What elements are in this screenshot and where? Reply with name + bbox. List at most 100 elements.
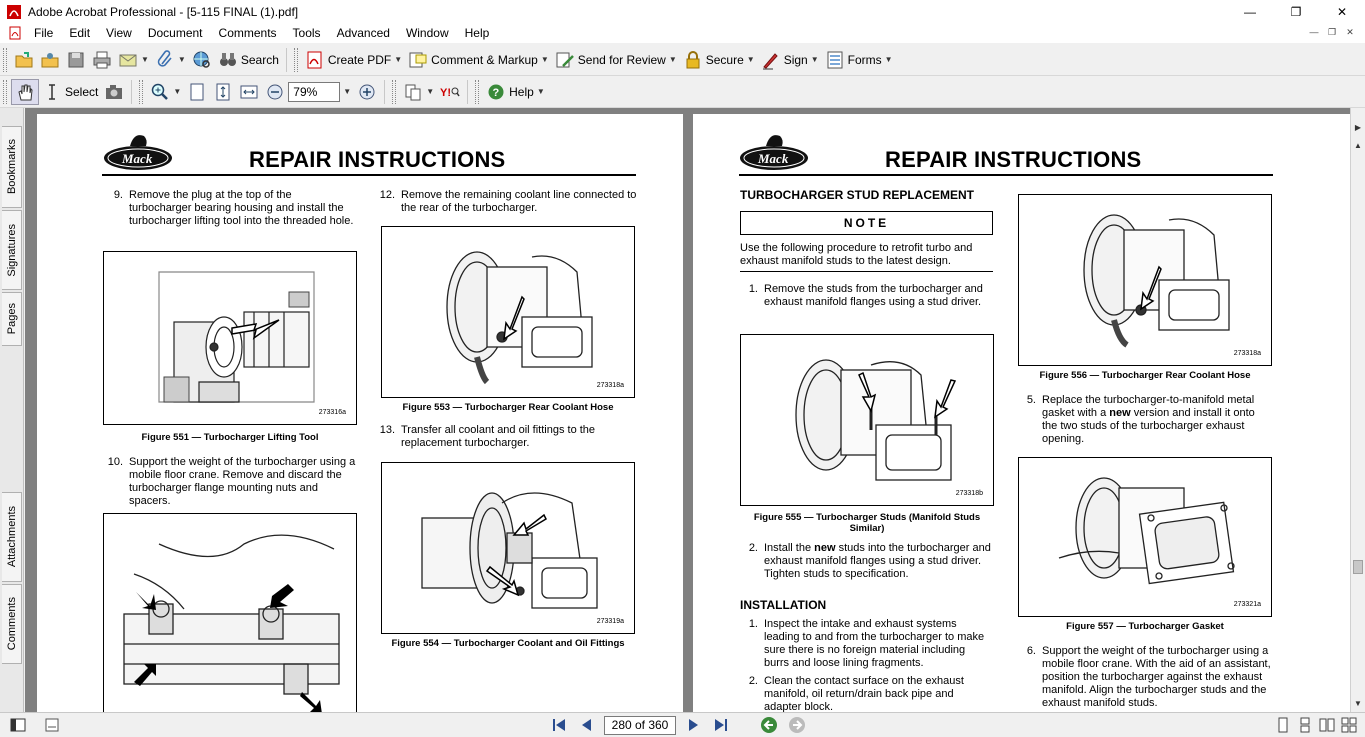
doc-close-button[interactable]: ✕ (1346, 26, 1354, 37)
save-button[interactable] (63, 47, 89, 73)
section-title: TURBOCHARGER STUD REPLACEMENT (740, 188, 974, 202)
scrollbar-thumb[interactable] (1353, 560, 1363, 574)
document-view[interactable]: Mack REPAIR INSTRUCTIONS 9.Remove the pl… (25, 108, 1350, 712)
zoom-out-button[interactable] (262, 79, 288, 105)
send-for-review-button[interactable]: Send for Review ▼ (552, 47, 680, 73)
previous-view-button[interactable] (758, 715, 780, 735)
save-disk-icon (68, 52, 84, 67)
continuous-layout-icon[interactable] (1297, 717, 1313, 733)
single-page-layout-icon[interactable] (1275, 717, 1291, 733)
first-page-icon (553, 719, 565, 731)
email-button[interactable]: ▼ (115, 47, 152, 73)
continuous-facing-layout-icon[interactable] (1341, 717, 1357, 733)
sign-button[interactable]: Sign ▼ (758, 47, 822, 73)
search-button[interactable]: Search (215, 47, 282, 73)
menu-view[interactable]: View (106, 26, 132, 40)
first-page-button[interactable] (548, 715, 570, 735)
last-page-button[interactable] (710, 715, 732, 735)
menu-document[interactable]: Document (147, 26, 203, 40)
doc-restore-button[interactable]: ❐ (1327, 26, 1337, 37)
zoom-dropdown-button[interactable]: ▼ (340, 79, 354, 105)
figure-id: 273321a (1233, 601, 1261, 608)
dropdown-caret: ▼ (668, 55, 677, 64)
create-pdf-button[interactable]: Create PDF ▼ (302, 47, 405, 73)
menu-file[interactable]: File (34, 26, 54, 40)
toolbar-grip[interactable] (475, 79, 480, 104)
pdf-page-left: Mack REPAIR INSTRUCTIONS 9.Remove the pl… (37, 114, 683, 712)
toolbar-grip[interactable] (3, 79, 7, 104)
scroll-up-arrow[interactable]: ▲ (1354, 140, 1362, 150)
page-forward-arrow[interactable]: ▶ (1354, 122, 1362, 132)
previous-page-button[interactable] (576, 715, 598, 735)
minimize-button[interactable]: — (1244, 4, 1256, 19)
restore-button[interactable]: ❐ (1290, 4, 1302, 19)
paperclip-icon (157, 49, 172, 67)
select-tool-button[interactable]: Select (39, 79, 101, 105)
forms-label: Forms (847, 52, 882, 67)
next-view-button[interactable] (786, 715, 808, 735)
toolbar-grip[interactable] (392, 79, 397, 104)
step-number: 1. (748, 283, 758, 295)
tab-label: Pages (5, 303, 18, 335)
organizer-button[interactable] (37, 47, 63, 73)
comment-markup-button[interactable]: Comment & Markup ▼ (405, 47, 552, 73)
figure-id: 273316a (318, 409, 346, 416)
dropdown-caret: ▼ (426, 87, 435, 96)
turbocharger-flange-nuts-illustration (123, 534, 340, 712)
snapshot-button[interactable] (101, 79, 127, 105)
figure-554: 273319a (381, 462, 635, 634)
fit-page-button[interactable] (210, 79, 236, 105)
facing-layout-icon[interactable] (1319, 717, 1335, 733)
menu-advanced[interactable]: Advanced (336, 26, 390, 40)
toolbar-grip[interactable] (293, 47, 298, 72)
web-button[interactable] (189, 47, 215, 73)
zoom-in-button[interactable] (354, 79, 380, 105)
attach-button[interactable]: ▼ (152, 47, 189, 73)
tab-bookmarks[interactable]: Bookmarks (2, 126, 22, 208)
yahoo-toolbar-button[interactable]: Y! (437, 79, 463, 105)
help-button[interactable]: ? Help ▼ (483, 79, 548, 105)
zoom-in-tool-button[interactable]: ▼ (147, 79, 184, 105)
page-number-input[interactable]: 280 of 360 (604, 715, 676, 735)
open-button[interactable] (11, 47, 37, 73)
fit-width-button[interactable] (236, 79, 262, 105)
scroll-down-arrow[interactable]: ▼ (1354, 698, 1362, 708)
document-icon[interactable] (8, 26, 22, 40)
menu-tools[interactable]: Tools (292, 26, 321, 40)
menu-comments[interactable]: Comments (218, 26, 277, 40)
svg-text:?: ? (493, 87, 500, 99)
file-toolbar: ▼ ▼ Search Create PDF ▼ Comment & Markup… (0, 44, 1365, 76)
secure-button[interactable]: Secure ▼ (680, 47, 758, 73)
tab-pages[interactable]: Pages (2, 292, 22, 346)
create-pdf-label: Create PDF (327, 52, 392, 67)
doc-minimize-button[interactable]: — (1309, 27, 1319, 37)
actual-size-button[interactable] (184, 79, 210, 105)
step-text: Replace the turbocharger-to-manifold met… (1042, 394, 1273, 446)
rotate-view-button[interactable]: ▼ (400, 79, 437, 105)
toolbar-grip[interactable] (139, 79, 144, 104)
figure-552 (103, 513, 357, 712)
tab-comments[interactable]: Comments (2, 584, 22, 664)
toolbar-grip[interactable] (3, 47, 7, 72)
fit-width-icon (240, 85, 258, 98)
close-button[interactable]: ✕ (1336, 4, 1348, 19)
tab-attachments[interactable]: Attachments (2, 492, 22, 582)
zoom-level-input[interactable]: 79% (288, 81, 341, 102)
step-number: 9. (113, 189, 123, 201)
tab-signatures[interactable]: Signatures (2, 210, 22, 290)
figure-556: 273318a (1018, 194, 1272, 366)
panel-toggle-icon[interactable] (10, 717, 26, 733)
vertical-scrollbar[interactable]: ▶ ▲ ▼ (1350, 108, 1365, 712)
menu-help[interactable]: Help (464, 26, 490, 40)
print-button[interactable] (89, 47, 115, 73)
hand-tool-button[interactable] (11, 78, 39, 105)
turbocharger-rear-coolant-hose-illustration (446, 251, 593, 385)
navigation-panel: Bookmarks Signatures Pages Attachments C… (0, 108, 24, 712)
step-text-part: Replace the turbocharger-to-manifold met… (1042, 394, 1255, 419)
menu-window[interactable]: Window (405, 26, 449, 40)
forms-button[interactable]: Forms ▼ (822, 47, 896, 73)
next-page-button[interactable] (682, 715, 704, 735)
acrobat-app-icon (7, 4, 21, 19)
menu-edit[interactable]: Edit (69, 26, 91, 40)
tab-label: Comments (5, 597, 18, 651)
